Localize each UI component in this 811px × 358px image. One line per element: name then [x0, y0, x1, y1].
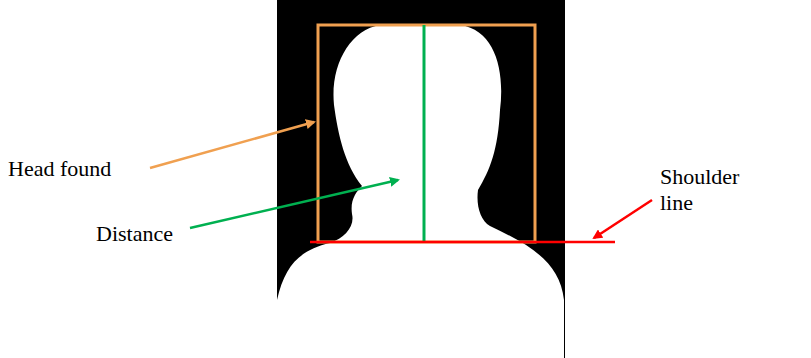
leader-arrow [594, 200, 652, 238]
head-box [318, 25, 535, 242]
leader-arrow [190, 180, 398, 228]
head-silhouette [277, 25, 564, 358]
mask-background [277, 0, 565, 358]
distance-line [423, 25, 426, 242]
shoulder-line [310, 241, 615, 244]
leader-arrow [150, 122, 314, 168]
annotation-label: Distance [96, 221, 216, 247]
annotation-label: Shoulder line [660, 164, 752, 216]
annotation-label: Head found [8, 156, 148, 182]
